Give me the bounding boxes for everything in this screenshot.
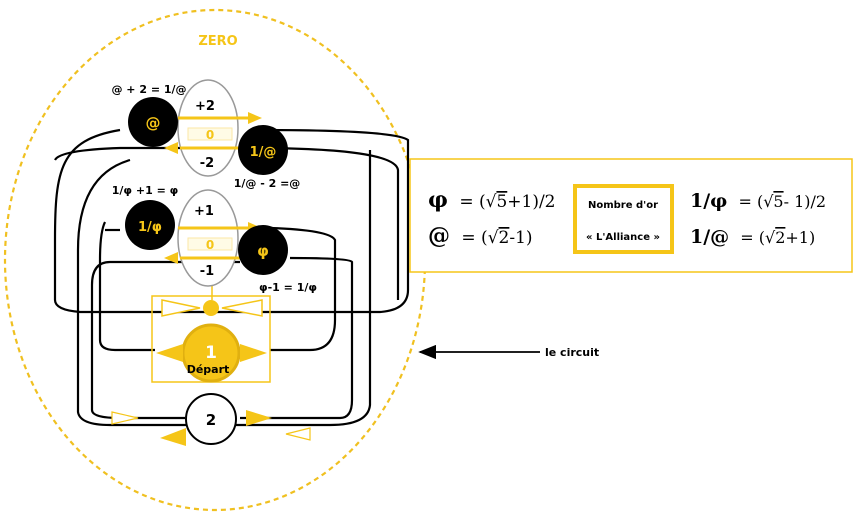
start-right-arrow — [240, 344, 267, 362]
node-phi-label: φ — [257, 242, 269, 260]
phi-equation: φ-1 = 1/φ — [259, 281, 317, 294]
zero-mid-label: 0 — [206, 238, 214, 252]
at-formula: @ = (√2-1) — [428, 223, 533, 249]
mid-equation-left: 1/φ +1 = φ — [112, 184, 178, 197]
inv-phi-formula: 1/φ = (√5- 1)/2 — [690, 190, 826, 212]
start-right-outline-arrow — [221, 299, 263, 317]
minus-one-label: -1 — [200, 264, 214, 279]
phi-formula: φ = (√5+1)/2 — [428, 187, 556, 213]
golden-ratio-box — [573, 184, 674, 254]
zero-title: ZERO — [198, 34, 237, 49]
minus-two-label: -2 — [200, 156, 214, 171]
bottom-left-outline-arrow — [111, 411, 139, 425]
node-inv-at-label: 1/@ — [250, 145, 277, 160]
top-gold-arrows — [164, 112, 262, 154]
plus-two-label: +2 — [195, 99, 215, 114]
node-phi-circle — [238, 225, 288, 275]
node-inv-phi-circle — [125, 200, 175, 250]
plus-one-label: +1 — [194, 204, 214, 219]
node-two-label: 2 — [206, 411, 216, 429]
inv-at-formula: 1/@ = (√2+1) — [690, 226, 815, 248]
start-left-outline-arrow — [161, 299, 201, 317]
node-two-circle — [185, 393, 237, 445]
bottom-right-outline-arrow — [285, 427, 311, 441]
node-at-label: @ — [146, 114, 161, 132]
start-left-arrow — [156, 344, 183, 362]
zero-top-label: 0 — [206, 128, 214, 142]
top-equation: @ + 2 = 1/@ — [111, 83, 186, 96]
start-label: Départ — [187, 363, 230, 376]
node-inv-phi-label: 1/φ — [138, 220, 162, 235]
circuit-loops — [53, 128, 410, 427]
golden-ratio-line2: « L'Alliance » — [586, 232, 660, 243]
node-inv-at-circle — [238, 125, 288, 175]
start-small-dot — [203, 300, 219, 316]
golden-ratio-line1: Nombre d'or — [588, 200, 658, 211]
mid-equation-right: 1/@ - 2 =@ — [234, 177, 301, 190]
node-two-right-arrow — [246, 410, 272, 426]
circuit-label: le circuit — [545, 346, 599, 359]
start-number: 1 — [205, 343, 217, 363]
node-two-left-arrow — [160, 428, 186, 446]
node-at-circle — [128, 97, 178, 147]
